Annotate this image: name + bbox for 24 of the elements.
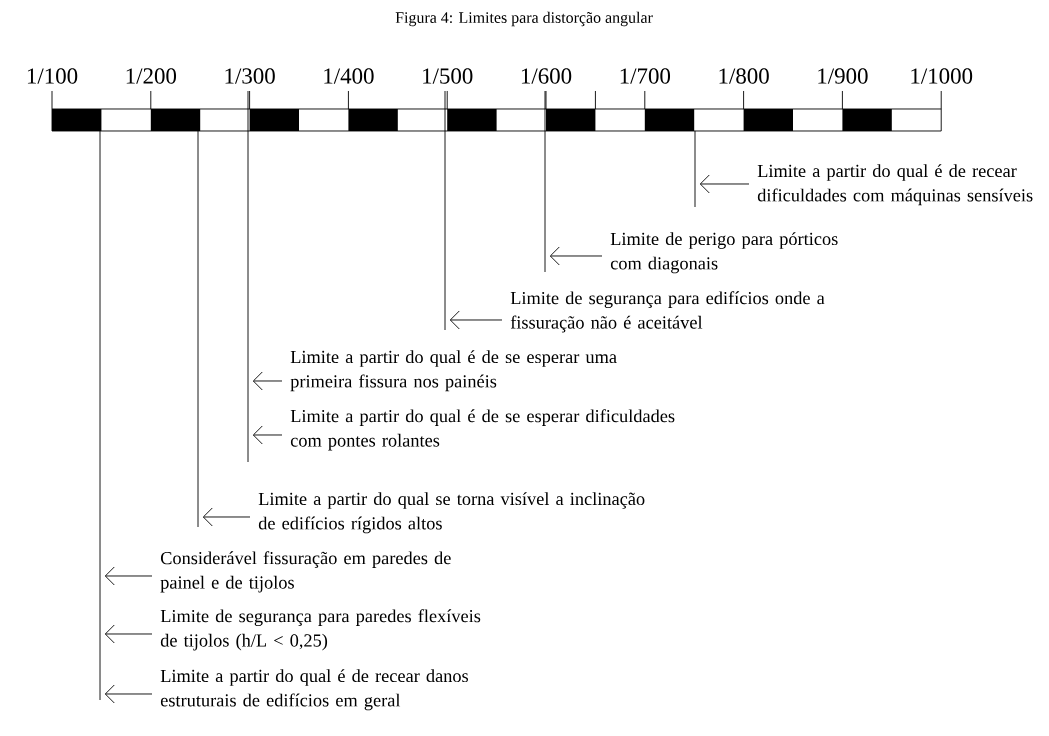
arrow [549,246,603,266]
figure-title: Figura 4: Limites para distorção angular [395,11,653,27]
note-text: Limite a partir do qual se torna visível a inclinação de edifícios rígidos altos [258,492,645,534]
tick-label: 1/200 [126,68,177,84]
tick-label: 1/1000 [911,68,973,84]
note-text: Limite a partir do qual é de se esperar uma primeira fissura nos painéis [290,350,617,392]
arrow [449,310,503,330]
arrow [104,624,153,644]
tick-label: 1/400 [324,68,374,84]
arrow [252,371,283,391]
arrow [202,507,251,527]
arrow [104,566,153,586]
note-text: Limite a partir do qual é de se esperar dificuldades com pontes rolantes [290,409,675,451]
note-text: Limite a partir do qual é de recear danos estruturais de edifícios em geral [160,669,468,711]
note-text: Limite de segurança para edifícios onde a fissuração não é aceitável [510,291,825,333]
note-text: Limite a partir do qual é de recear dificuldades com máquinas sensíveis [757,164,1033,206]
note-text: Limite de perigo para pórticos com diagonais [610,232,838,274]
note-text: Limite de segurança para paredes flexíveis de tijolos (h/L < 0,25) [160,609,481,651]
arrow [252,425,283,445]
arrow [699,174,750,194]
tick-label: 1/700 [620,68,671,84]
arrow [104,684,153,704]
tick-label: 1/900 [818,68,868,84]
note-text: Considerável fissuração em paredes de painel e de tijolos [160,551,451,593]
